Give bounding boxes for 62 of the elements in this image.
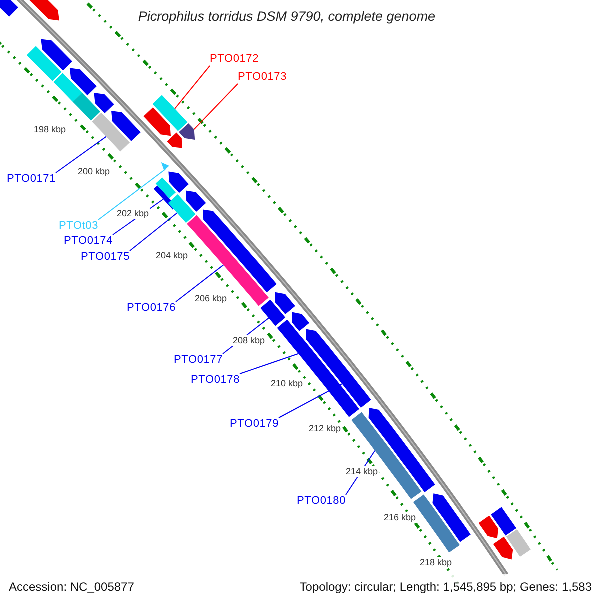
gene-block bbox=[94, 93, 114, 114]
gene-label: PTO0179 bbox=[230, 418, 279, 431]
genome-summary-text: Topology: circular; Length: 1,545,895 bp; Genes: 1,583 bbox=[300, 580, 592, 594]
leader-line bbox=[98, 169, 166, 220]
position-label: 218 kbp bbox=[418, 558, 454, 568]
position-label: 202 kbp bbox=[116, 208, 150, 220]
gene-block bbox=[112, 111, 141, 142]
leader-line bbox=[240, 353, 300, 374]
accession-text: Accession: NC_005877 bbox=[9, 580, 134, 594]
position-label: 210 kbp bbox=[270, 378, 304, 390]
leader-line bbox=[176, 264, 224, 302]
gene-block bbox=[292, 312, 310, 332]
gene-block bbox=[92, 112, 130, 152]
gene-block bbox=[478, 516, 498, 539]
gene-block bbox=[168, 194, 196, 224]
gene-block bbox=[0, 0, 18, 17]
gene-label: PTO0177 bbox=[174, 354, 223, 367]
gene-label: PTOt03 bbox=[59, 220, 99, 233]
position-label: 204 kbp bbox=[154, 250, 190, 262]
gene-block bbox=[156, 178, 176, 199]
gene-block bbox=[432, 494, 471, 542]
gene-block bbox=[493, 536, 514, 560]
gene-block bbox=[187, 215, 269, 306]
position-label: 216 kbp bbox=[382, 512, 418, 524]
trna-triangle bbox=[161, 162, 170, 171]
gene-block bbox=[186, 190, 206, 212]
gene-label: PTO0171 bbox=[7, 173, 56, 186]
gene-block bbox=[275, 292, 296, 314]
gene-block bbox=[168, 172, 189, 194]
gene-label: PTO0176 bbox=[127, 302, 176, 315]
position-label: 214 kbp bbox=[344, 466, 380, 478]
position-label: 206 kbp bbox=[194, 294, 228, 304]
gene-label: PTO0180 bbox=[297, 495, 346, 508]
gene-block bbox=[260, 300, 286, 326]
position-label: 200 kbp bbox=[76, 166, 112, 178]
gene-block bbox=[167, 132, 182, 148]
gene-block bbox=[54, 73, 82, 102]
leader-line bbox=[194, 84, 238, 130]
gene-label: PTO0174 bbox=[64, 235, 113, 248]
gene-label: PTO0178 bbox=[191, 374, 240, 387]
leader-line bbox=[278, 384, 343, 418]
gene-block bbox=[41, 39, 72, 71]
gene-block bbox=[152, 95, 188, 132]
gene-block bbox=[26, 46, 62, 82]
leader-line bbox=[56, 136, 107, 174]
gene-block bbox=[73, 93, 101, 121]
position-label: 212 kbp bbox=[308, 424, 342, 434]
map-title: Picrophilus torridus DSM 9790, complete genome bbox=[138, 9, 436, 24]
gene-block bbox=[306, 329, 372, 408]
gene-block bbox=[144, 108, 171, 136]
gene-block bbox=[70, 68, 97, 96]
gene-block bbox=[179, 124, 196, 140]
gene-label: PTO0173 bbox=[238, 71, 287, 84]
position-label: 208 kbp bbox=[232, 336, 266, 346]
leader-line bbox=[130, 212, 178, 252]
gene-block bbox=[491, 507, 516, 536]
gene-block bbox=[203, 210, 277, 293]
leader-line bbox=[174, 66, 210, 110]
gene-label: PTO0175 bbox=[81, 251, 130, 264]
gene-label: PTO0172 bbox=[210, 53, 259, 66]
position-label: 198 kbp bbox=[32, 124, 68, 136]
gene-block bbox=[506, 530, 531, 557]
